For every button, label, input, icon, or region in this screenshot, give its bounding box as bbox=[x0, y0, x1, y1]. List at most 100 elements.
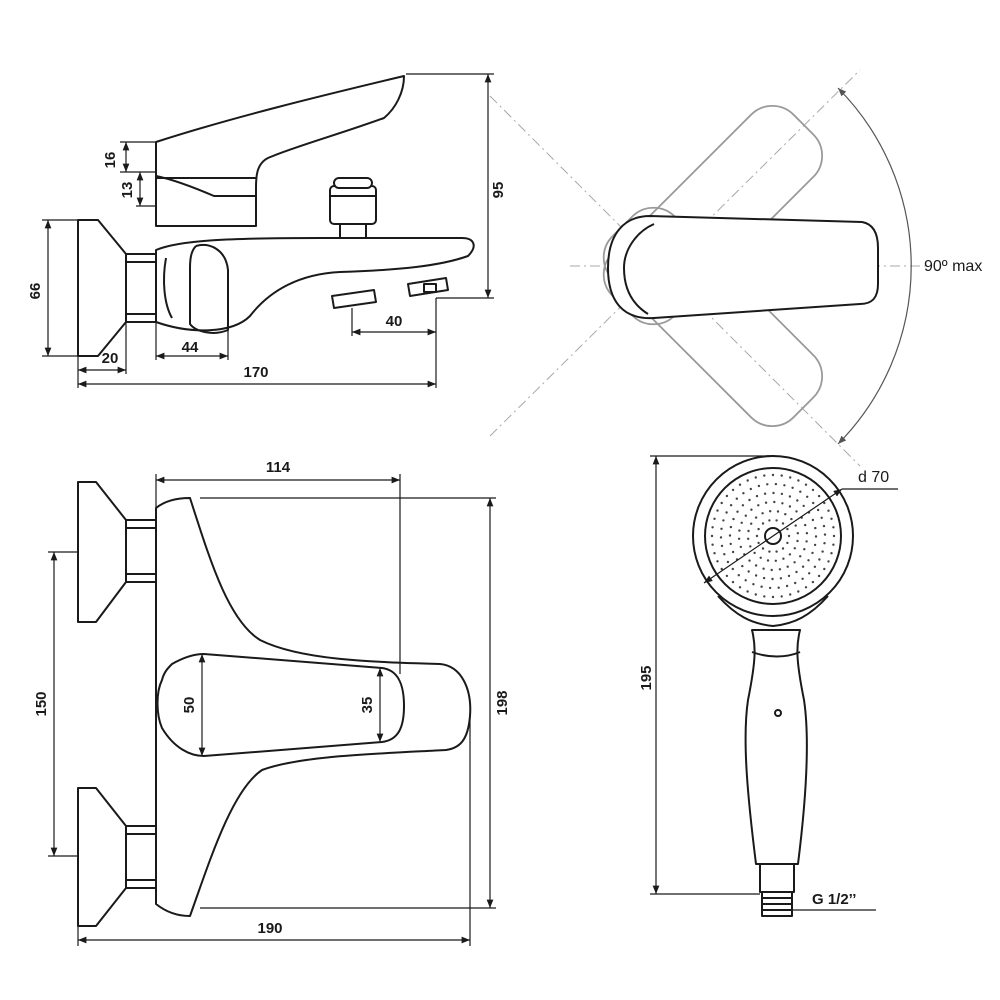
nozzle-dot bbox=[723, 553, 726, 556]
nozzle-dot bbox=[752, 583, 755, 586]
nozzle-dot bbox=[761, 512, 764, 515]
dim-label: 20 bbox=[102, 350, 119, 367]
nozzle-dot bbox=[793, 547, 796, 550]
nozzle-dot bbox=[820, 516, 823, 519]
nozzle-dot bbox=[830, 552, 833, 555]
dim-body-depth: 198 bbox=[200, 497, 511, 909]
shower-handle bbox=[744, 629, 808, 917]
nozzle-dot bbox=[755, 494, 759, 498]
nozzle-dot bbox=[754, 593, 757, 596]
nozzle-dot bbox=[726, 560, 730, 564]
dim-overall-depth: 170 bbox=[78, 298, 437, 388]
nozzle-dot bbox=[725, 511, 728, 514]
nozzle-dot bbox=[766, 559, 770, 562]
nozzle-dot bbox=[832, 534, 836, 538]
nozzle-dot bbox=[805, 540, 808, 543]
hand-shower: d 70 195 G 1/2’’ bbox=[638, 455, 898, 917]
nozzle-dot bbox=[716, 509, 719, 512]
nozzle-dot bbox=[731, 580, 735, 584]
dim-label: 16 bbox=[102, 152, 119, 169]
dim-handle-base: 13 bbox=[119, 172, 156, 207]
nozzle-dot bbox=[761, 522, 765, 525]
nozzle-dot bbox=[747, 537, 750, 540]
nozzle-dot bbox=[760, 585, 763, 588]
nozzle-dot bbox=[823, 533, 827, 536]
nozzle-dot bbox=[754, 564, 758, 567]
nozzle-dot bbox=[802, 504, 805, 508]
nozzle-dot bbox=[773, 500, 776, 504]
nozzle-dot bbox=[823, 567, 826, 571]
nozzle-dot bbox=[771, 577, 774, 581]
spout-outlet bbox=[331, 277, 449, 309]
nozzle-dot bbox=[795, 570, 798, 574]
nozzle-dot bbox=[789, 476, 792, 479]
nozzle-dot bbox=[780, 474, 783, 477]
nozzle-dot bbox=[780, 492, 784, 496]
nozzle-dot bbox=[783, 484, 786, 487]
nozzle-dot bbox=[832, 526, 835, 529]
nozzle-dot bbox=[744, 514, 747, 517]
nozzle-dot bbox=[759, 556, 762, 559]
nozzle-dot bbox=[731, 567, 734, 571]
dim-label: 150 bbox=[33, 691, 50, 716]
nozzle-dot bbox=[782, 557, 785, 560]
dim-label: 170 bbox=[243, 364, 268, 381]
nozzle-dot bbox=[799, 490, 802, 493]
wall-flange-lower bbox=[77, 787, 157, 927]
nozzle-dot bbox=[722, 519, 725, 522]
dim-handle-height: 16 bbox=[102, 141, 156, 173]
nozzle-dot bbox=[749, 545, 752, 548]
nozzle-dot bbox=[785, 584, 789, 588]
nozzle-dot bbox=[811, 580, 815, 584]
nozzle-dot bbox=[775, 519, 778, 522]
nozzle-dot bbox=[774, 559, 777, 562]
nozzle-dot bbox=[812, 501, 815, 505]
nozzle-dot bbox=[754, 516, 758, 519]
nozzle-dot bbox=[805, 532, 809, 535]
diverter-knob bbox=[329, 177, 377, 239]
nozzle-dot bbox=[741, 564, 744, 568]
nozzle-dot bbox=[821, 550, 824, 553]
nozzle-dot bbox=[770, 568, 773, 572]
dim-body-width: 44 bbox=[155, 322, 229, 360]
side-view: 16 13 95 66 20 44 bbox=[27, 73, 507, 388]
nozzle-dot bbox=[757, 527, 760, 531]
nozzle-dot bbox=[775, 550, 778, 553]
wall-flange-upper bbox=[77, 481, 157, 623]
nozzle-dot bbox=[716, 560, 719, 563]
nozzle-dot bbox=[801, 577, 804, 580]
nozzle-dot bbox=[784, 513, 787, 516]
nozzle-dot bbox=[763, 492, 767, 495]
nozzle-dot bbox=[788, 553, 792, 556]
nozzle-dot bbox=[804, 523, 807, 527]
nozzle-dot bbox=[794, 581, 797, 585]
nozzle-dot bbox=[757, 484, 761, 488]
nozzle-dot bbox=[753, 551, 756, 555]
dim-overall-height: 95 bbox=[406, 73, 507, 299]
nozzle-dot bbox=[818, 558, 821, 561]
nozzle-dot bbox=[797, 590, 800, 593]
nozzle-dot bbox=[725, 494, 729, 498]
nozzle-dot bbox=[725, 574, 729, 578]
nozzle-dot bbox=[771, 595, 775, 599]
nozzle-dot bbox=[795, 510, 798, 513]
dim-thread: G 1/2’’ bbox=[792, 891, 876, 911]
dim-label: G 1/2’’ bbox=[812, 891, 856, 908]
nozzle-dot bbox=[744, 579, 747, 582]
nozzle-dot bbox=[731, 488, 735, 492]
nozzle-dot bbox=[713, 552, 716, 555]
nozzle-dot bbox=[738, 586, 742, 589]
lever-handle-top bbox=[156, 653, 405, 757]
nozzle-dot bbox=[749, 487, 752, 491]
nozzle-dot bbox=[791, 486, 794, 489]
nozzle-dot bbox=[713, 517, 716, 520]
nozzle-dot bbox=[747, 570, 750, 573]
nozzle-dot bbox=[768, 586, 772, 590]
nozzle-dot bbox=[796, 499, 799, 502]
nozzle-dot bbox=[790, 517, 793, 521]
rotation-view: 90º max bbox=[489, 69, 982, 467]
nozzle-dot bbox=[793, 561, 796, 564]
dim-handle-length: 114 bbox=[155, 459, 401, 674]
nozzle-dot bbox=[811, 488, 815, 492]
nozzle-dot bbox=[813, 565, 817, 568]
